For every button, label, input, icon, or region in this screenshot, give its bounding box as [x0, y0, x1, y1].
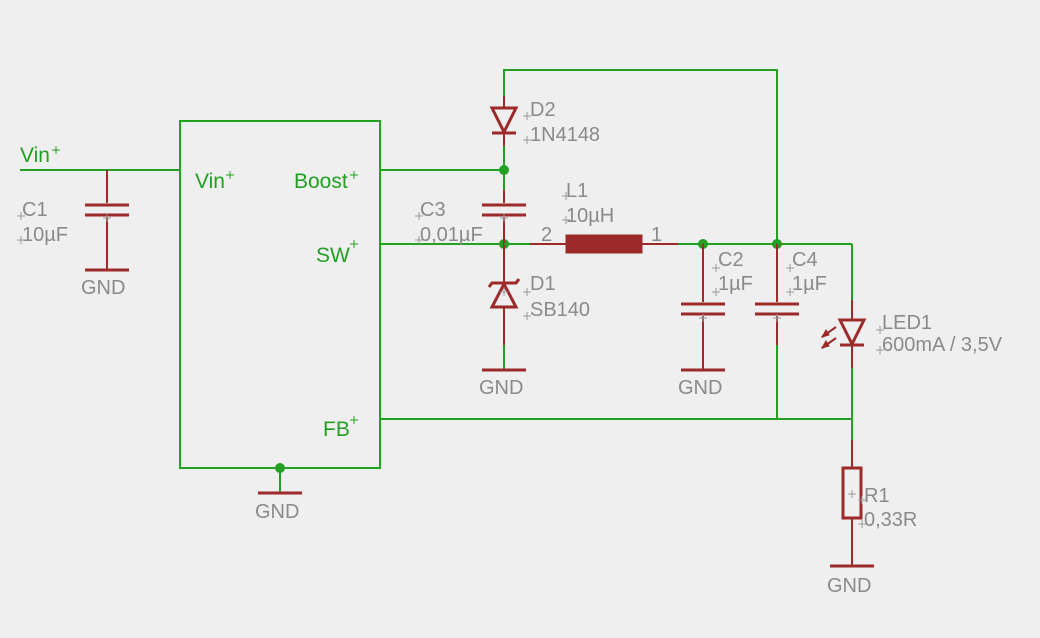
diode-d2 [489, 96, 519, 146]
c1-value: 10µF [22, 224, 68, 246]
l1-pin-2: 2 [541, 224, 552, 246]
inductor-l1 [504, 234, 678, 254]
r1-name: R1 [864, 485, 890, 507]
wire-top-loop [503, 69, 778, 244]
resistor-r1 [841, 440, 863, 566]
led-led1 [820, 300, 867, 368]
junction-boost [499, 165, 509, 175]
pin-label-fb: FB [323, 418, 350, 441]
d1-name: D1 [530, 273, 556, 295]
junctions [275, 165, 782, 473]
d2-name: D2 [530, 99, 556, 121]
ground-symbols [85, 268, 874, 568]
led1-name: LED1 [882, 312, 932, 334]
pin-label-sw: SW [316, 244, 350, 267]
d1-value: SB140 [530, 299, 590, 321]
gnd-label-d1: GND [479, 377, 523, 399]
d2-value: 1N4148 [530, 124, 600, 146]
l1-value: 10µH [566, 205, 614, 227]
c2-value: 1µF [718, 273, 753, 295]
c3-value: 0,01µF [420, 224, 483, 246]
diode-d1 [487, 244, 521, 370]
gnd-label-r1: GND [827, 575, 871, 597]
l1-name: L1 [566, 180, 588, 202]
pin-label-boost: Boost [294, 170, 348, 193]
junction-ic-gnd [275, 463, 285, 473]
gnd-label-ic: GND [255, 501, 299, 523]
l1-pin-1: 1 [651, 224, 662, 246]
c3-name: C3 [420, 199, 446, 221]
pin-label-vin: Vin [195, 170, 225, 193]
c1-name: C1 [22, 199, 48, 221]
gnd-label-c1: GND [81, 277, 125, 299]
r1-value: 0,33R [864, 509, 917, 531]
origin-crosses [17, 112, 884, 528]
c4-value: 1µF [792, 273, 827, 295]
led1-value: 600mA / 3,5V [882, 334, 1003, 356]
c2-name: C2 [718, 249, 744, 271]
net-label-vin: Vin [20, 144, 50, 167]
gnd-label-c2: GND [678, 377, 722, 399]
labels: Vin Vin Boost SW FB C1 10µF C3 0,01µF D2… [20, 99, 1003, 597]
c4-name: C4 [792, 249, 818, 271]
